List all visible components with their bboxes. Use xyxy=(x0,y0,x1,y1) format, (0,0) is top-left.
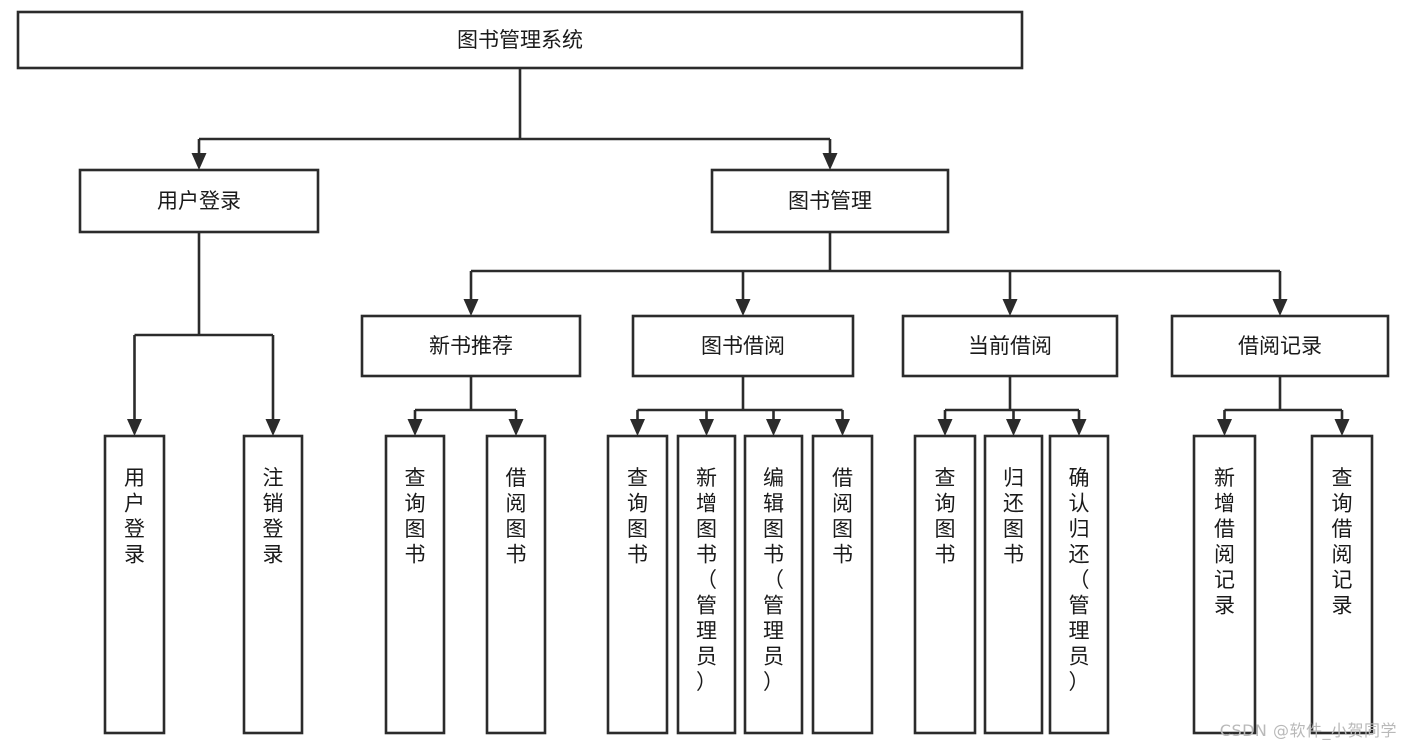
node-label: 图书借阅 xyxy=(701,334,785,358)
node-box xyxy=(1310,434,1374,735)
node-l-query-book-1[interactable]: 查询图书 xyxy=(384,434,446,735)
arrow-head-icon xyxy=(630,419,645,436)
node-box xyxy=(606,434,669,735)
node-box xyxy=(710,168,950,234)
node-box xyxy=(901,314,1119,378)
node-l-add-record[interactable]: 新增借阅记录 xyxy=(1192,434,1257,735)
arrow-head-icon xyxy=(766,419,781,436)
node-l-user-login[interactable]: 用户登录 xyxy=(103,434,166,735)
node-box xyxy=(360,314,582,378)
node-label: 查询图书 xyxy=(935,466,956,566)
node-box xyxy=(1170,314,1390,378)
node-l-add-book[interactable]: 新增图书（管理员） xyxy=(676,434,737,735)
node-root[interactable]: 图书管理系统 xyxy=(16,10,1024,70)
node-label: 用户登录 xyxy=(124,466,145,566)
node-box xyxy=(16,10,1024,70)
node-n-borrow-record[interactable]: 借阅记录 xyxy=(1170,314,1390,378)
arrow-head-icon xyxy=(735,299,751,316)
node-label: 用户登录 xyxy=(157,189,241,213)
arrow-head-icon xyxy=(835,419,850,436)
arrow-head-icon xyxy=(1006,419,1021,436)
node-l-query-record[interactable]: 查询借阅记录 xyxy=(1310,434,1374,735)
node-box xyxy=(913,434,977,735)
node-label: 归还图书 xyxy=(1003,466,1024,566)
node-l-return-book[interactable]: 归还图书 xyxy=(983,434,1044,735)
node-label: 借阅图书 xyxy=(506,466,527,566)
node-box xyxy=(1048,434,1110,735)
node-l-user-logout[interactable]: 注销登录 xyxy=(242,434,304,735)
node-box xyxy=(1192,434,1257,735)
node-label: 借阅图书 xyxy=(832,466,853,566)
node-n-book-borrow[interactable]: 图书借阅 xyxy=(631,314,855,378)
arrow-head-icon xyxy=(508,419,524,436)
node-label: 借阅记录 xyxy=(1238,334,1322,358)
node-l-query-book-3[interactable]: 查询图书 xyxy=(913,434,977,735)
arrow-head-icon xyxy=(1002,299,1018,316)
node-label: 查询图书 xyxy=(627,466,648,566)
arrow-head-icon xyxy=(1272,299,1288,316)
arrow-head-icon xyxy=(1334,419,1350,436)
node-box xyxy=(485,434,547,735)
node-n-book-mgmt[interactable]: 图书管理 xyxy=(710,168,950,234)
node-label: 图书管理系统 xyxy=(457,28,583,52)
arrow-head-icon xyxy=(407,419,423,436)
watermark-label: CSDN @软件_小贺同学 xyxy=(1219,721,1397,740)
node-label: 新增图书（管理员） xyxy=(696,466,717,694)
node-l-query-book-2[interactable]: 查询图书 xyxy=(606,434,669,735)
node-label: 编辑图书（管理员） xyxy=(763,466,784,694)
arrow-head-icon xyxy=(822,153,838,170)
node-box xyxy=(631,314,855,378)
node-label: 确认归还（管理员） xyxy=(1069,466,1090,694)
node-l-edit-book[interactable]: 编辑图书（管理员） xyxy=(743,434,804,735)
node-label: 当前借阅 xyxy=(968,334,1052,358)
arrow-head-icon xyxy=(463,299,479,316)
node-label: 新增借阅记录 xyxy=(1214,466,1235,617)
node-box xyxy=(983,434,1044,735)
arrow-head-icon xyxy=(699,419,714,436)
node-n-new-book-rec[interactable]: 新书推荐 xyxy=(360,314,582,378)
node-box xyxy=(743,434,804,735)
node-l-borrow-book-2[interactable]: 借阅图书 xyxy=(811,434,874,735)
node-box xyxy=(811,434,874,735)
node-label: 图书管理 xyxy=(788,189,872,213)
node-box xyxy=(103,434,166,735)
node-box xyxy=(676,434,737,735)
node-box xyxy=(242,434,304,735)
node-n-user-login[interactable]: 用户登录 xyxy=(78,168,320,234)
node-n-current-borrow[interactable]: 当前借阅 xyxy=(901,314,1119,378)
arrow-head-icon xyxy=(1071,419,1087,436)
node-label: 查询图书 xyxy=(405,466,426,566)
arrow-head-icon xyxy=(1217,419,1232,436)
arrow-head-icon xyxy=(191,153,207,170)
node-label: 新书推荐 xyxy=(429,334,513,358)
node-l-borrow-book-1[interactable]: 借阅图书 xyxy=(485,434,547,735)
node-label: 查询借阅记录 xyxy=(1332,466,1353,617)
node-box xyxy=(384,434,446,735)
arrow-head-icon xyxy=(265,419,281,436)
arrow-head-icon xyxy=(127,419,142,436)
node-box xyxy=(78,168,320,234)
arrow-head-icon xyxy=(937,419,953,436)
node-l-confirm-return[interactable]: 确认归还（管理员） xyxy=(1048,434,1110,735)
node-label: 注销登录 xyxy=(263,466,284,566)
